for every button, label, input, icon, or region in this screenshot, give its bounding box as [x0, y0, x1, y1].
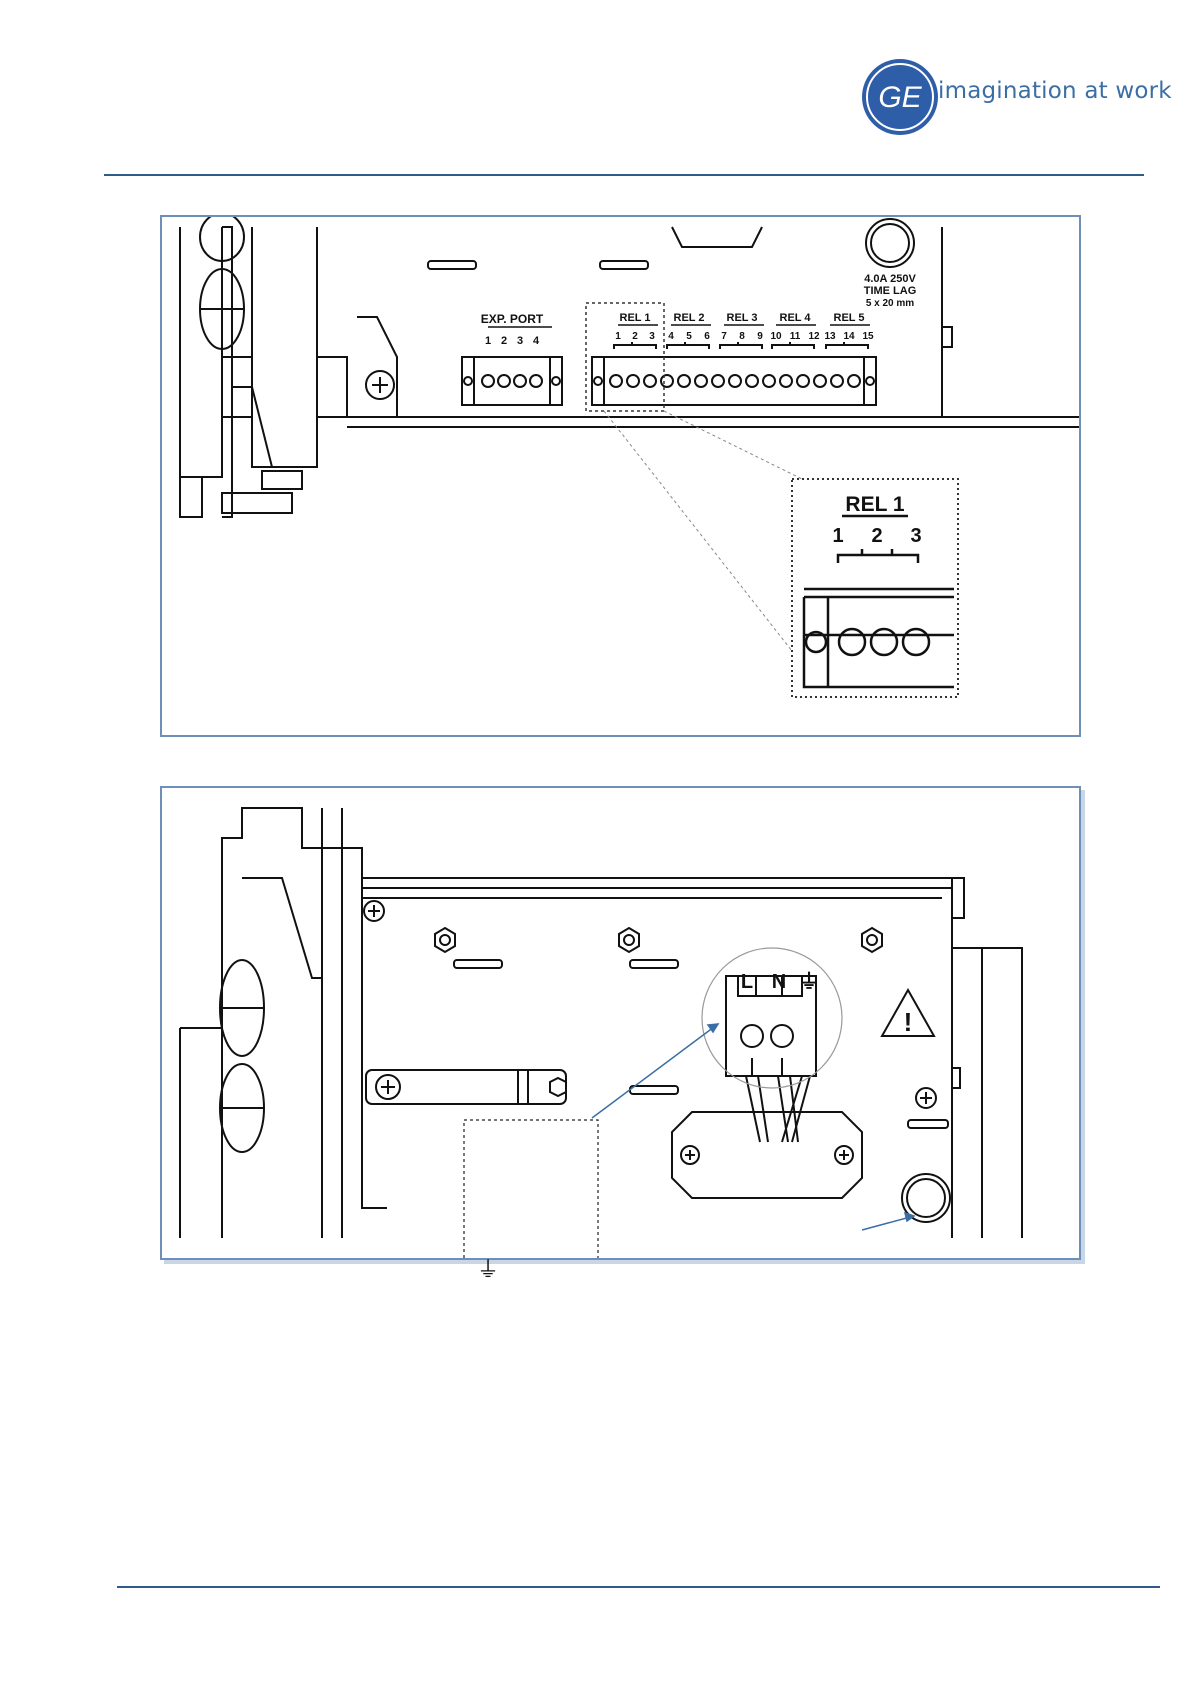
zoom-relay-pin: 1: [832, 525, 843, 547]
zoom-relay-pin: 2: [871, 525, 882, 547]
relay-pin: 1: [615, 331, 621, 342]
figure-bottom-drawing: L N ⏚ !: [162, 788, 1079, 1258]
relay-label: REL 3: [727, 312, 758, 324]
terminal-label-line: L: [741, 971, 753, 993]
ge-logo-mark-icon: GE: [860, 57, 940, 137]
terminal-label-ground: ⏚: [799, 970, 819, 993]
fuse-rating: 4.0A 250V: [864, 273, 916, 285]
exp-port-pin: 1: [485, 335, 491, 347]
figure-top-frame: EXP. PORT 1 2 3 4 4.0A 250V TIME LAG 5 x…: [160, 215, 1081, 737]
zoom-relay-pin: 3: [910, 525, 921, 547]
relay-pin: 2: [632, 331, 638, 342]
relay-pin: 7: [721, 331, 727, 342]
relay-pin: 5: [686, 331, 692, 342]
relay-label: REL 1: [620, 312, 651, 324]
terminal-label-neutral: N: [772, 971, 786, 993]
ground-icon: ⏚: [477, 1252, 499, 1284]
zoom-relay-label: REL 1: [845, 493, 904, 516]
relay-label: REL 5: [834, 312, 865, 324]
footer-rule: [117, 1586, 1160, 1588]
ge-logo: GE: [860, 57, 940, 137]
exp-port-pin: 4: [533, 335, 540, 347]
figure-bottom-frame: L N ⏚ !: [160, 786, 1081, 1260]
relay-pin: 8: [739, 331, 745, 342]
warning-icon: !: [904, 1007, 913, 1037]
exp-port-pin: 2: [501, 335, 507, 347]
relay-pin: 3: [649, 331, 655, 342]
relay-pin: 4: [668, 331, 674, 342]
relay-pin: 6: [704, 331, 710, 342]
relay-pin: 15: [862, 331, 874, 342]
header-rule: [104, 174, 1144, 176]
relay-pin: 9: [757, 331, 763, 342]
relay-pin: 13: [824, 331, 836, 342]
relay-label: REL 2: [674, 312, 705, 324]
relay-pin: 10: [770, 331, 782, 342]
relay-label: REL 4: [780, 312, 812, 324]
relay-pin: 11: [790, 331, 801, 342]
logo-mark-text: GE: [878, 81, 922, 114]
logo-tagline: imagination at work: [938, 78, 1172, 104]
relay-pin: 12: [808, 331, 820, 342]
exp-port-pin: 3: [517, 335, 523, 347]
fuse-type: TIME LAG: [864, 285, 917, 297]
relay-pin: 14: [843, 331, 855, 342]
figure-top-drawing: EXP. PORT 1 2 3 4 4.0A 250V TIME LAG 5 x…: [162, 217, 1079, 735]
fuse-size: 5 x 20 mm: [866, 298, 914, 309]
exp-port-label: EXP. PORT: [481, 312, 544, 326]
